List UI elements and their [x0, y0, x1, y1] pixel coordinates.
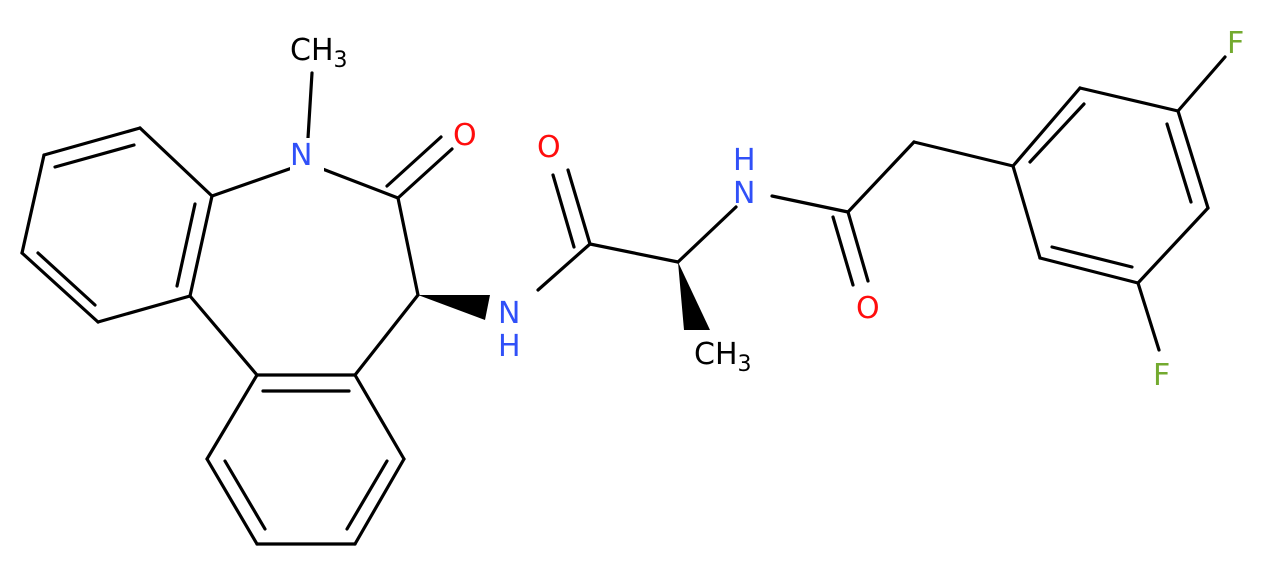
methyl-top-label: CH3 — [290, 33, 348, 73]
bond — [353, 373, 406, 461]
bond — [1078, 86, 1180, 113]
fluorine-bottom-label: F — [1153, 358, 1170, 393]
ring-nitrogen-label: N — [290, 138, 312, 173]
bond — [42, 126, 142, 157]
bond — [588, 242, 680, 264]
bond-aromatic-inner — [53, 143, 136, 169]
bond-aromatic-inner — [345, 459, 389, 531]
bond — [676, 205, 738, 264]
bond-aromatic-inner — [1165, 122, 1193, 204]
bond — [1136, 206, 1210, 285]
bond — [205, 373, 259, 461]
bond — [396, 196, 420, 297]
bond — [353, 293, 420, 377]
bond — [188, 294, 259, 377]
bond — [138, 126, 214, 198]
bond — [210, 166, 294, 198]
bond — [20, 251, 100, 324]
bond — [912, 140, 1015, 168]
bond — [306, 71, 314, 140]
ring-carbonyl-oxygen-label: O — [453, 118, 477, 153]
wedge-bond-methyl — [678, 262, 710, 330]
label-mask — [290, 138, 324, 174]
amide-hydrogen-left-label: H — [498, 329, 521, 364]
bond — [188, 194, 214, 298]
bond — [1038, 256, 1140, 285]
amide-nitrogen-right-label: N — [733, 176, 755, 211]
bond — [318, 166, 400, 200]
fluorine-top-label: F — [1227, 26, 1244, 61]
amide-hydrogen-right-label: H — [733, 143, 756, 178]
bond-aromatic-inner — [1028, 102, 1086, 164]
bond — [551, 173, 576, 249]
bond — [385, 135, 443, 188]
atom-labels: CH3 N O N H O H N CH3 O F F — [290, 26, 1244, 393]
bond — [96, 294, 192, 324]
methyl-alanine-label: CH3 — [694, 337, 752, 377]
bond — [20, 153, 46, 255]
bond-aromatic-inner — [1050, 245, 1134, 269]
amide-nitrogen-left-label: N — [498, 296, 520, 331]
bond-layer — [20, 55, 1227, 546]
bond-aromatic-inner — [36, 251, 97, 307]
bond-aromatic-inner — [223, 459, 267, 531]
amide-oxygen-right-label: O — [856, 291, 880, 326]
bond — [1136, 281, 1161, 352]
bond — [1176, 55, 1227, 113]
amide-oxygen-middle-label: O — [537, 130, 561, 165]
bond — [1011, 86, 1082, 168]
bond — [536, 242, 592, 292]
bond — [1011, 164, 1042, 260]
bond — [846, 210, 870, 283]
wedge-bond-nh — [418, 295, 490, 320]
bond — [566, 168, 592, 246]
bond-aromatic-inner — [175, 202, 197, 288]
bond — [396, 147, 454, 200]
bond — [353, 457, 406, 546]
bond — [846, 140, 916, 214]
bond — [205, 457, 259, 546]
bond — [831, 215, 855, 287]
bond — [1176, 109, 1210, 210]
bond — [770, 194, 850, 214]
